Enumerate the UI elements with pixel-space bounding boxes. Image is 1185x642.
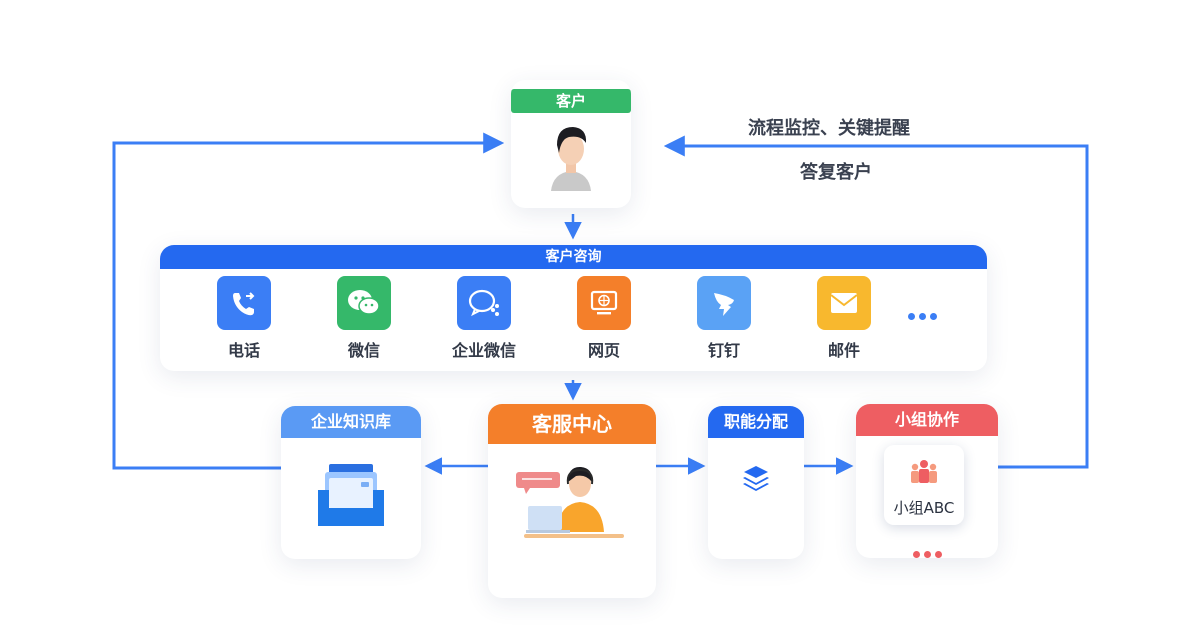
phone-icon xyxy=(217,276,271,330)
channel-label: 微信 xyxy=(347,341,380,360)
team-group-tile[interactable]: 小组ABC xyxy=(884,445,964,525)
customer-avatar-icon xyxy=(551,127,591,191)
more-dots-icon[interactable] xyxy=(856,543,998,558)
wecom-icon xyxy=(457,276,511,330)
channel-mail[interactable]: 邮件 xyxy=(789,276,899,361)
channel-dingtalk[interactable]: 钉钉 xyxy=(669,276,779,361)
dispatch-card: 职能分配 xyxy=(708,406,804,559)
agent-illustration-icon xyxy=(516,466,624,538)
channel-label: 钉钉 xyxy=(707,341,740,360)
wechat-icon xyxy=(337,276,391,330)
dingtalk-icon xyxy=(697,276,751,330)
customer-title: 客户 xyxy=(511,89,631,113)
mail-icon xyxy=(817,276,871,330)
web-icon xyxy=(577,276,631,330)
dispatch-title: 职能分配 xyxy=(708,406,804,438)
channel-wechat[interactable]: 微信 xyxy=(309,276,419,361)
team-group-label: 小组ABC xyxy=(893,499,955,517)
customer-card: 客户 xyxy=(511,80,631,208)
knowledge-box-icon xyxy=(318,464,384,526)
channel-phone[interactable]: 电话 xyxy=(189,276,299,361)
loop-right-line xyxy=(663,135,1089,469)
channel-label: 电话 xyxy=(227,341,260,360)
channel-wecom[interactable]: 企业微信 xyxy=(429,276,539,361)
knowledge-base-card: 企业知识库 xyxy=(281,406,421,559)
team-title: 小组协作 xyxy=(856,404,998,436)
channel-web[interactable]: 网页 xyxy=(549,276,659,361)
team-card: 小组协作 小组ABC xyxy=(856,404,998,558)
knowledge-base-title: 企业知识库 xyxy=(281,406,421,438)
channel-label: 企业微信 xyxy=(451,341,516,360)
channel-label: 邮件 xyxy=(827,341,860,360)
inquiry-title: 客户咨询 xyxy=(160,245,987,269)
note-monitor: 流程监控、关键提醒 xyxy=(748,118,910,139)
service-center-card: 客服中心 xyxy=(488,404,656,598)
service-center-title: 客服中心 xyxy=(488,404,656,444)
team-people-icon xyxy=(911,460,937,483)
inquiry-card: 客户咨询 电话 微信 企业微信 网页 钉钉 邮件 xyxy=(160,245,987,371)
more-dots-icon[interactable] xyxy=(906,305,939,324)
channel-label: 网页 xyxy=(587,341,620,360)
loop-left-line xyxy=(112,132,505,470)
note-reply: 答复客户 xyxy=(800,162,872,183)
layers-icon xyxy=(743,466,769,491)
